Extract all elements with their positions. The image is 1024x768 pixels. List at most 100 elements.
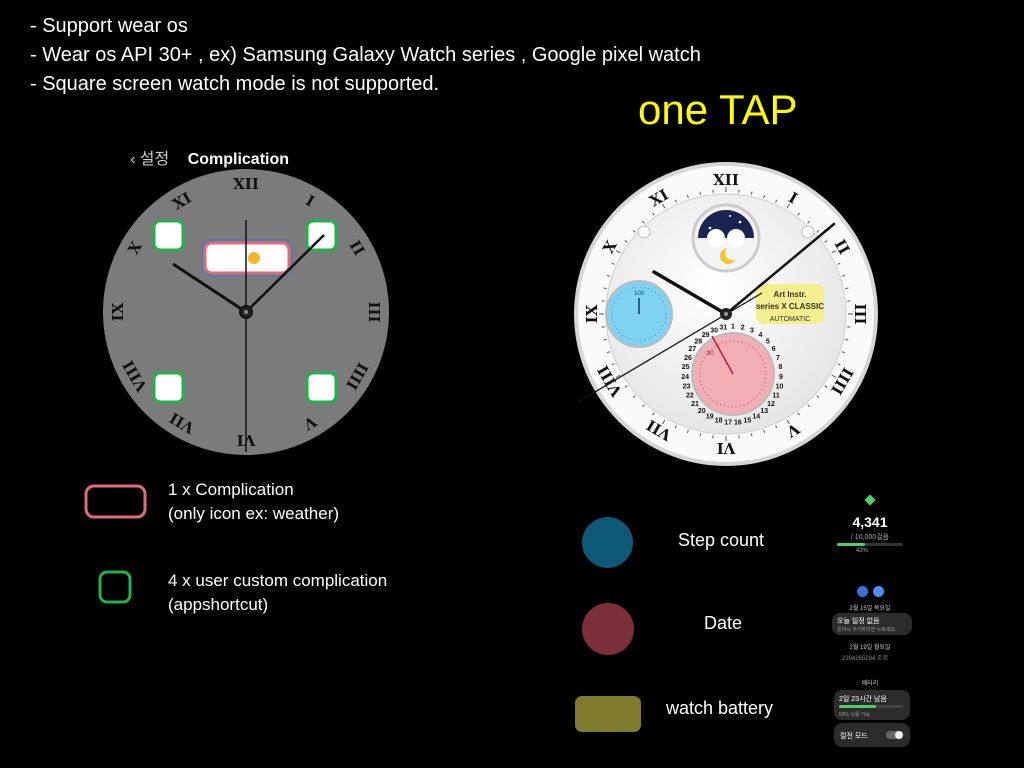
- custom-complication-slot[interactable]: [152, 371, 185, 404]
- minute-tick: [686, 429, 689, 434]
- second-hand: [577, 292, 763, 403]
- custom-complication-slot[interactable]: [305, 371, 338, 404]
- minute-tick: [603, 287, 607, 290]
- minute-tick: [841, 351, 846, 354]
- minute-tick: [763, 194, 766, 199]
- date-numeral: 25: [682, 364, 690, 371]
- note-line: - Support wear os: [30, 15, 188, 37]
- date-numeral: 16: [734, 419, 742, 426]
- pink-legend-swatch: [84, 484, 147, 519]
- date-numeral: 19: [706, 414, 714, 421]
- hour-numeral: IX: [109, 302, 127, 321]
- calendar-icon: [857, 586, 868, 597]
- minute-tick: [786, 203, 790, 209]
- date-numeral: 8: [778, 364, 782, 371]
- minute-tick: [652, 412, 655, 416]
- note-line: - Square screen watch mode is not suppor…: [30, 73, 440, 95]
- date-numeral: 2: [741, 325, 745, 332]
- date-numeral: 22: [686, 393, 694, 400]
- minute-tick: [763, 429, 766, 434]
- brand-plate: Art Instr. series X CLASSIC AUTOMATIC: [756, 284, 824, 324]
- date-numeral: 9: [779, 374, 783, 381]
- minute-tick: [807, 220, 810, 224]
- step-count-label: Step count: [678, 530, 765, 550]
- minute-hand: [245, 234, 325, 313]
- no-events-card[interactable]: 오늘 일정 없음 준비시 추가하려면 누르세요.: [832, 613, 912, 635]
- hour-numeral: XII: [713, 171, 739, 189]
- settings-title: Complication: [187, 151, 290, 168]
- battery-preview: 배터리 2일 23시간 남음 58% 사용 가능 절전 모드: [830, 676, 914, 764]
- note-line: - Wear os API 30+ , ex) Samsung Galaxy W…: [30, 44, 701, 66]
- minute-tick: [807, 404, 810, 408]
- feature-notes: - Support wear os - Wear os API 30+ , ex…: [30, 12, 701, 99]
- one-tap-title: one TAP: [638, 86, 798, 133]
- svg-text:Art Instr.: Art Instr.: [774, 290, 807, 299]
- minute-tick: [611, 363, 615, 366]
- hour-numeral: VI: [717, 439, 737, 457]
- date-numeral: 24: [681, 374, 689, 381]
- minute-tick: [797, 212, 800, 216]
- power-saving-toggle[interactable]: [886, 731, 903, 739]
- date-numeral: 11: [772, 393, 780, 400]
- minute-tick: [674, 425, 677, 429]
- hour-numeral: III: [851, 303, 869, 324]
- minute-tick: [615, 374, 621, 378]
- date-numeral: 27: [688, 346, 696, 353]
- date-numeral: 12: [767, 401, 775, 408]
- icon-complication-slot[interactable]: [203, 241, 291, 275]
- custom-complication-slot[interactable]: [152, 219, 185, 252]
- date-numeral: 21: [691, 401, 699, 408]
- date-numeral: 26: [684, 355, 692, 362]
- minute-tick: [824, 385, 828, 388]
- date-numeral: 6: [772, 346, 776, 353]
- green-legend-swatch: [98, 570, 132, 604]
- back-button[interactable]: ‹ 설정: [130, 151, 170, 168]
- battery-level-bar: [839, 705, 903, 708]
- minute-tick: [845, 287, 849, 290]
- minute-tick: [624, 385, 628, 388]
- date-numeral: 20: [698, 408, 706, 415]
- minute-tick: [831, 374, 837, 378]
- custom-complication-slot[interactable]: [305, 219, 338, 252]
- message-icon: [873, 586, 884, 597]
- hour-numeral: III: [365, 301, 383, 322]
- minute-tick: [662, 203, 666, 209]
- minute-tick: [750, 191, 753, 195]
- minute-tick: [606, 274, 611, 277]
- minute-tick: [603, 338, 607, 341]
- date-numeral: 28: [694, 338, 702, 345]
- minute-tick: [837, 363, 841, 366]
- minute-tick: [775, 425, 778, 429]
- date-numeral: 15: [744, 417, 752, 424]
- minute-tick: [642, 404, 645, 408]
- green-legend-text: 4 x user custom complication (appshortcu…: [168, 571, 388, 614]
- steps-progress: [837, 543, 903, 546]
- minute-tick: [632, 230, 636, 233]
- battery-subdial[interactable]: 90: [691, 332, 775, 416]
- minute-tick: [606, 351, 611, 354]
- hour-numeral: IX: [583, 304, 601, 323]
- calendar-preview: 2월 15일 목요일 오늘 일정 없음 준비시 추가하려면 누르세요. 2월 1…: [822, 584, 918, 666]
- weather-icon: [248, 252, 260, 264]
- date-label: Date: [704, 613, 743, 633]
- power-saving-toggle-row[interactable]: 절전 모드: [834, 723, 910, 747]
- battery-swatch: [575, 696, 641, 732]
- step-count-subdial[interactable]: 100: [605, 280, 673, 348]
- minute-tick: [816, 230, 820, 233]
- date-numeral: 1: [731, 324, 735, 331]
- step-count-swatch: [582, 517, 633, 568]
- date-numeral: 10: [776, 384, 784, 391]
- battery-card: 2일 23시간 남음 58% 사용 가능: [834, 690, 910, 720]
- minute-tick: [845, 338, 849, 341]
- minute-tick: [611, 262, 615, 265]
- settings-header: ‹ 설정 Complication: [130, 145, 289, 169]
- minute-tick: [831, 250, 837, 254]
- hour-hand: [652, 270, 728, 316]
- svg-text:AUTOMATIC: AUTOMATIC: [770, 316, 811, 323]
- date-numeral: 13: [760, 408, 768, 415]
- minute-hand: [724, 222, 836, 316]
- date-numeral: 31: [719, 325, 727, 332]
